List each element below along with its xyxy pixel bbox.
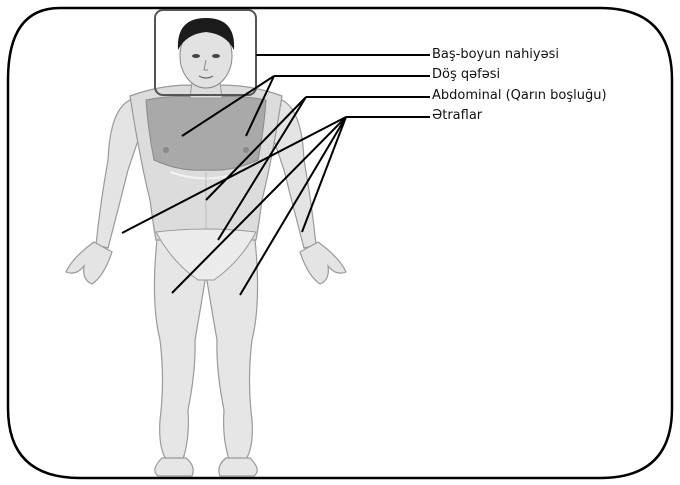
left-foot (155, 458, 193, 476)
right-foot (219, 458, 257, 476)
left-hand (66, 242, 112, 284)
label-chest: Döş qəfəsi (432, 67, 500, 83)
label-abdominal: Abdominal (Qarın boşluğu) (432, 88, 607, 104)
label-limbs: Ətraflar (432, 108, 482, 124)
label-head-neck: Baş-boyun nahiyəsi (432, 47, 559, 63)
right-hand (300, 242, 346, 284)
